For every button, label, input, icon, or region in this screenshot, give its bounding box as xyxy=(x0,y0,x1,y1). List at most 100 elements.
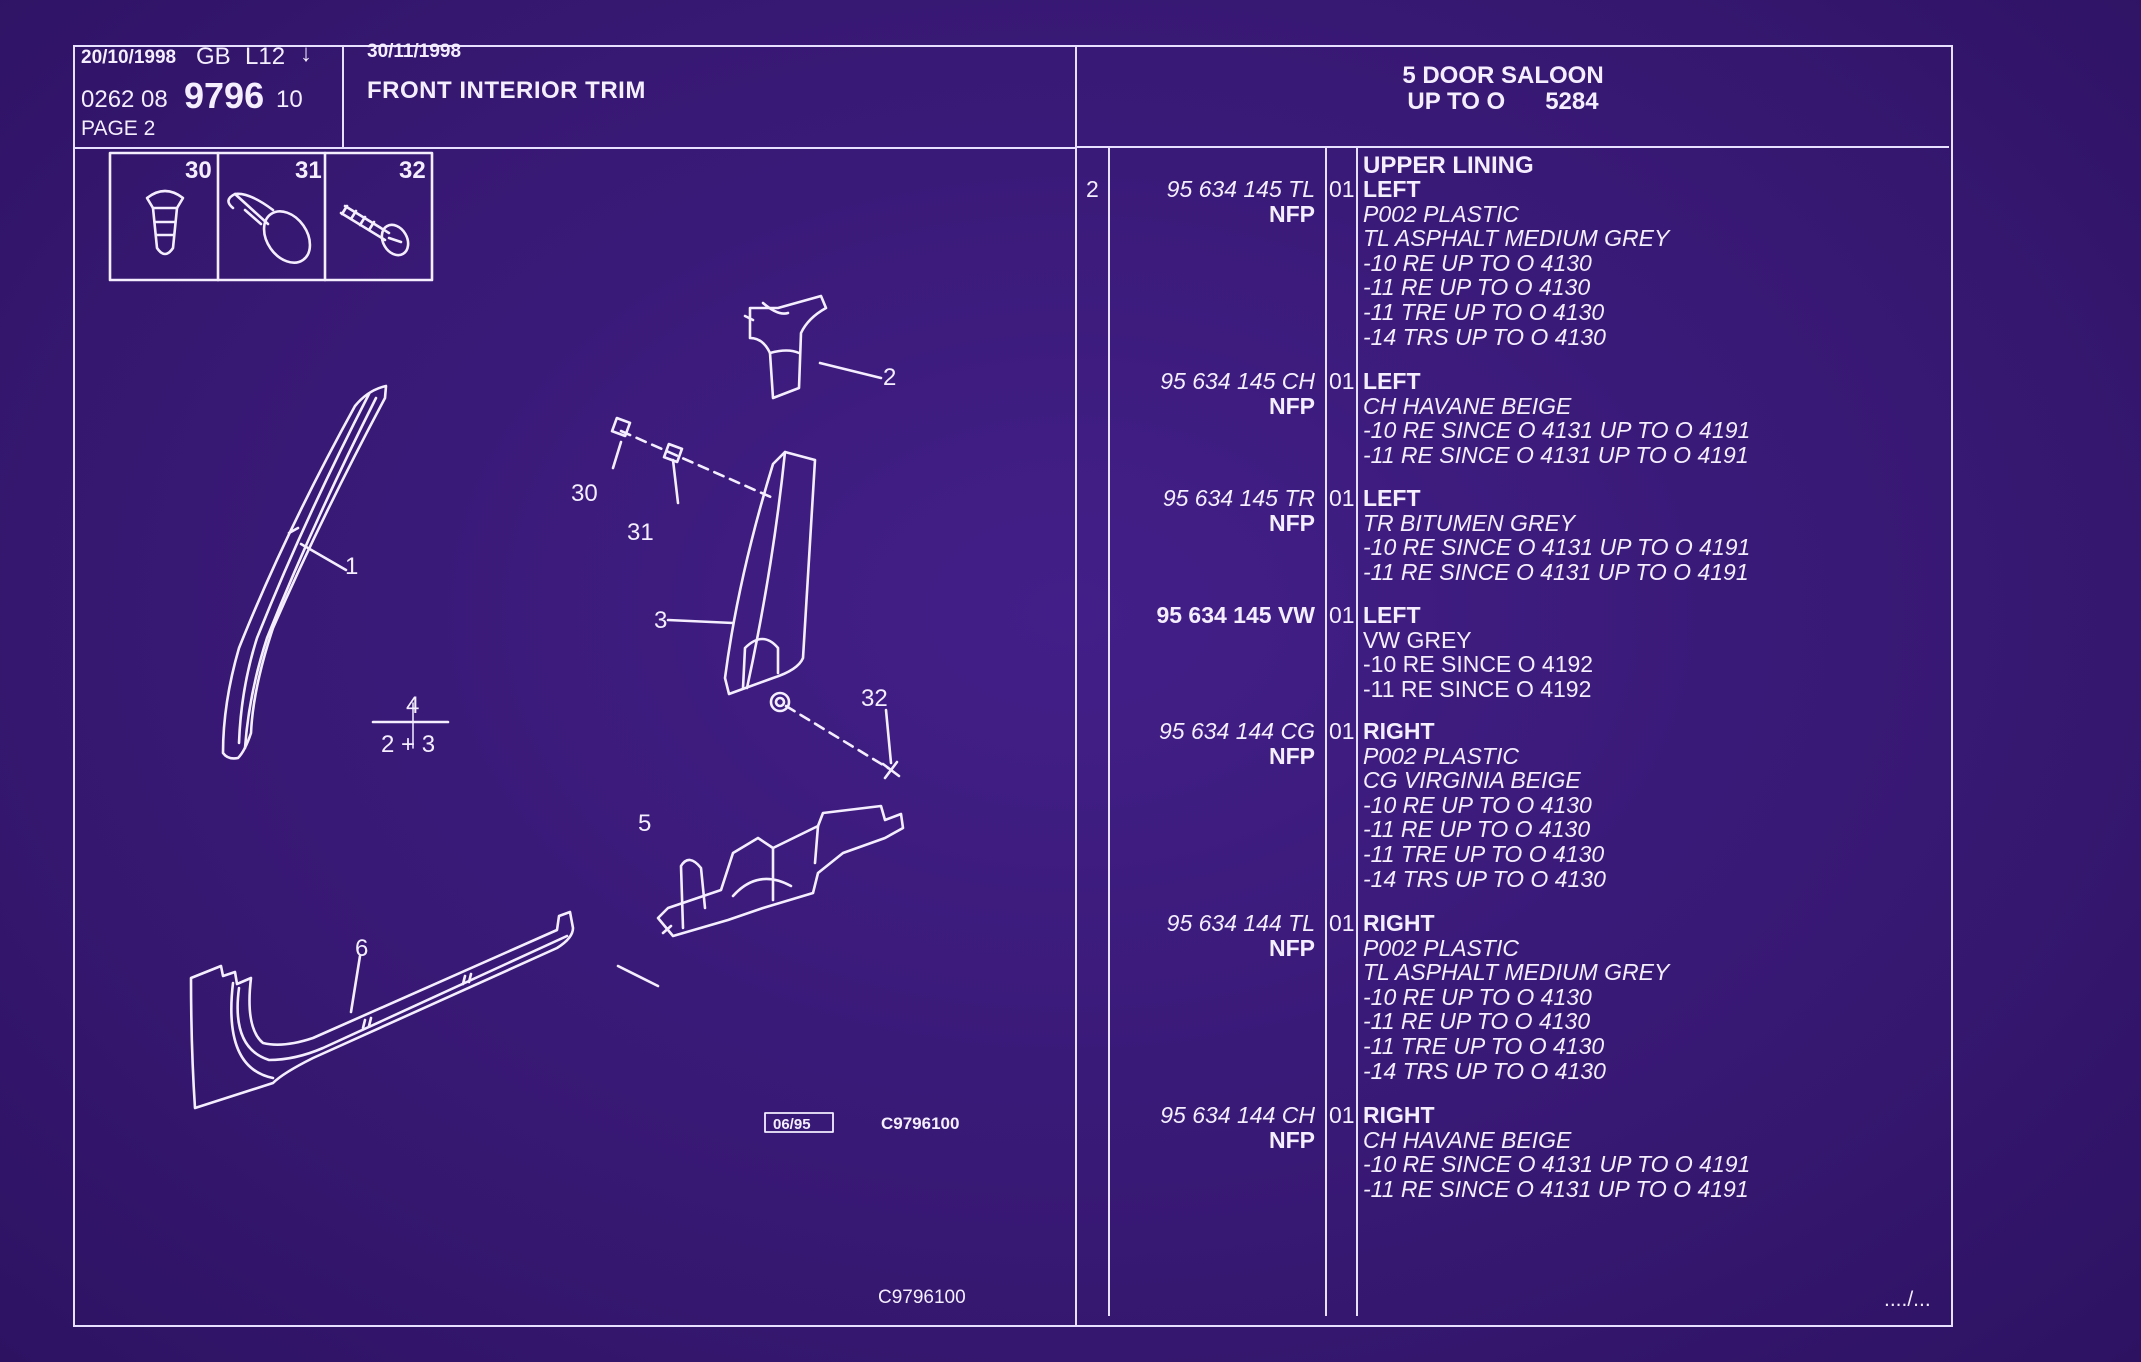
page-number: PAGE 2 xyxy=(81,117,156,140)
description-line: CH HAVANE BEIGE xyxy=(1363,1126,1572,1153)
description-line: -10 RE UP TO O 4130 xyxy=(1363,249,1592,276)
side-label: LEFT xyxy=(1363,176,1421,202)
ref-suffix: 10 xyxy=(276,86,303,113)
description-line: -10 RE SINCE O 4131 UP TO O 4191 xyxy=(1363,1151,1751,1178)
sheet-frame xyxy=(73,45,1953,1327)
description-line: P002 PLASTIC xyxy=(1363,742,1519,769)
part-5-bracket xyxy=(656,804,905,938)
part-3-pillar xyxy=(723,450,817,713)
part-number: 95 634 144 CH xyxy=(1160,1102,1315,1128)
side-label: RIGHT xyxy=(1363,718,1435,744)
description-line: -11 RE SINCE O 4192 xyxy=(1363,675,1592,702)
callout-6: 6 xyxy=(355,935,368,962)
side-label: RIGHT xyxy=(1363,1102,1435,1128)
description-line: -11 RE UP TO O 4130 xyxy=(1363,274,1591,301)
description-line: -10 RE SINCE O 4192 xyxy=(1363,651,1594,678)
side-label: LEFT xyxy=(1363,368,1421,394)
description-line: -11 RE SINCE O 4131 UP TO O 4191 xyxy=(1363,1175,1749,1202)
clip-30-icon xyxy=(145,189,185,256)
fastener-box xyxy=(108,151,434,282)
description-line: -10 RE SINCE O 4131 UP TO O 4191 xyxy=(1363,417,1751,444)
side-label: LEFT xyxy=(1363,602,1421,628)
fastener-label-31: 31 xyxy=(295,157,322,184)
part-number: 95 634 145 TL xyxy=(1166,176,1315,202)
quantity: 01 xyxy=(1329,718,1355,744)
description-line: -14 TRS UP TO O 4130 xyxy=(1363,1057,1606,1084)
screw-32-icon xyxy=(339,204,410,257)
continued-marker: ..../... xyxy=(1884,1288,1931,1311)
left-header-rule xyxy=(73,147,1075,149)
description-line: CH HAVANE BEIGE xyxy=(1363,392,1572,419)
part-number: 95 634 145 VW xyxy=(1156,602,1315,628)
item-number: 2 xyxy=(1086,176,1099,202)
part-2-trim xyxy=(743,294,828,400)
description-line: -11 RE SINCE O 4131 UP TO O 4191 xyxy=(1363,558,1749,585)
title-date: 30/11/1998 xyxy=(367,41,462,62)
description-line: -10 RE UP TO O 4130 xyxy=(1363,983,1592,1010)
nfp-flag: NFP xyxy=(1269,934,1315,961)
description-line: P002 PLASTIC xyxy=(1363,200,1519,227)
description-line: VW GREY xyxy=(1363,626,1472,653)
description-line: -11 TRE UP TO O 4130 xyxy=(1363,299,1605,325)
nfp-flag: NFP xyxy=(1269,200,1315,227)
callout-5: 5 xyxy=(638,810,651,837)
callout-30: 30 xyxy=(571,480,598,507)
quantity: 01 xyxy=(1329,602,1355,628)
nfp-flag: NFP xyxy=(1269,742,1315,769)
description-line: TR BITUMEN GREY xyxy=(1363,509,1576,536)
part-number: 95 634 145 TR xyxy=(1162,485,1315,511)
description-line: -11 RE UP TO O 4130 xyxy=(1363,1008,1591,1035)
fastener-label-32: 32 xyxy=(399,157,426,184)
rivet-31-icon xyxy=(227,192,312,264)
description-line: -11 TRE UP TO O 4130 xyxy=(1363,1033,1605,1059)
doc-code: L12 xyxy=(245,43,286,70)
ref-main: 9796 xyxy=(184,75,265,116)
column-rule-2 xyxy=(1325,146,1327,1316)
fastener-label-30: 30 xyxy=(185,157,212,184)
callout-1: 1 xyxy=(345,553,358,580)
callout-2: 2 xyxy=(883,364,896,391)
description-line: -11 RE UP TO O 4130 xyxy=(1363,816,1591,843)
callout-32: 32 xyxy=(861,685,888,712)
part-number: 95 634 145 CH xyxy=(1160,368,1315,394)
quantity: 01 xyxy=(1329,1102,1355,1128)
part-number: 95 634 144 CG xyxy=(1158,718,1315,744)
date-box-label: 06/95 xyxy=(773,1116,811,1133)
quantity: 01 xyxy=(1329,176,1355,202)
description-line: -10 RE SINCE O 4131 UP TO O 4191 xyxy=(1363,534,1751,561)
callout-3: 3 xyxy=(654,607,667,634)
quantity: 01 xyxy=(1329,485,1355,511)
description-line: CG VIRGINIA BEIGE xyxy=(1363,767,1581,794)
page-title: FRONT INTERIOR TRIM xyxy=(367,77,646,104)
side-label: LEFT xyxy=(1363,485,1421,511)
description-line: -10 RE UP TO O 4130 xyxy=(1363,791,1592,818)
side-label: RIGHT xyxy=(1363,910,1435,936)
nfp-flag: NFP xyxy=(1269,509,1315,536)
model-line-1: 5 DOOR SALOON xyxy=(1402,62,1604,89)
ref-prefix-b: 08 xyxy=(141,86,168,113)
description-line: TL ASPHALT MEDIUM GREY xyxy=(1363,225,1670,252)
description-line: -14 TRS UP TO O 4130 xyxy=(1363,323,1606,350)
quantity: 01 xyxy=(1329,368,1355,394)
description-line: -11 TRE UP TO O 4130 xyxy=(1363,841,1605,867)
callout-31: 31 xyxy=(627,519,654,546)
section-title: UPPER LINING xyxy=(1363,152,1534,179)
doc-date: 20/10/1998 xyxy=(81,47,177,68)
description-line: -11 RE SINCE O 4131 UP TO O 4191 xyxy=(1363,441,1749,468)
fraction-bottom: 2 + 3 xyxy=(381,731,435,758)
part-number: 95 634 144 TL xyxy=(1166,910,1315,936)
column-rule-1 xyxy=(1108,146,1110,1316)
footer-code: C9796100 xyxy=(878,1287,966,1308)
fraction-top: 4 xyxy=(406,692,419,719)
main-divider xyxy=(1075,45,1077,1325)
right-header-rule xyxy=(1075,146,1949,148)
drawing-code: C9796100 xyxy=(881,1114,959,1133)
column-rule-3 xyxy=(1356,146,1358,1316)
description-line: -14 TRS UP TO O 4130 xyxy=(1363,865,1606,892)
part-6-sill xyxy=(189,910,575,1110)
arrow-down-icon: ↓ xyxy=(300,40,312,67)
nfp-flag: NFP xyxy=(1269,392,1315,419)
doc-lang: GB xyxy=(196,43,231,70)
header-divider xyxy=(342,45,344,149)
